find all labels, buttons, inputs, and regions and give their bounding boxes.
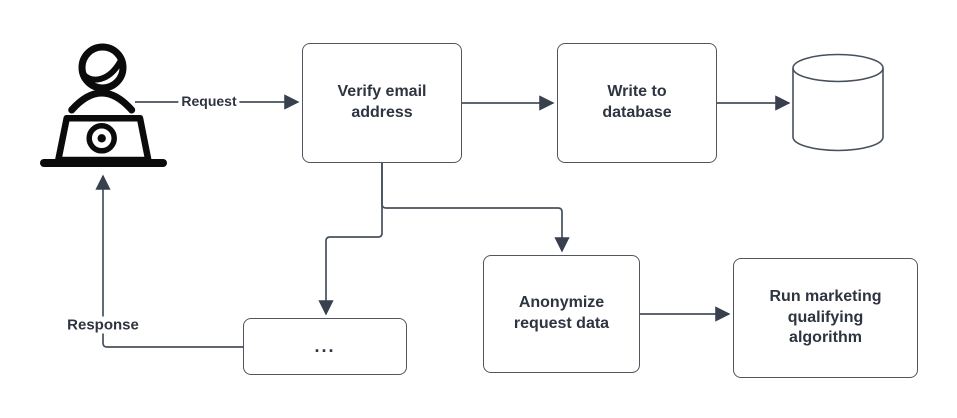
- edge-verify-to-placeholder-arrow: [318, 163, 383, 316]
- node-run-marketing-qualifying-algorithm: Run marketing qualifying algorithm: [733, 258, 918, 378]
- person-at-laptop-icon: [40, 43, 167, 167]
- edge-label-request: Request: [178, 93, 240, 109]
- database-cylinder-icon: [792, 53, 884, 152]
- node-verify-email-address: Verify email address: [302, 43, 462, 163]
- node-anonymize-request-data: Anonymize request data: [483, 255, 640, 373]
- edge-label-response: Response: [64, 316, 142, 334]
- node-write-to-database: Write to database: [557, 43, 717, 163]
- edge-verify-to-anonymize-arrow: [381, 163, 570, 253]
- node-placeholder-ellipsis: ...: [243, 318, 407, 375]
